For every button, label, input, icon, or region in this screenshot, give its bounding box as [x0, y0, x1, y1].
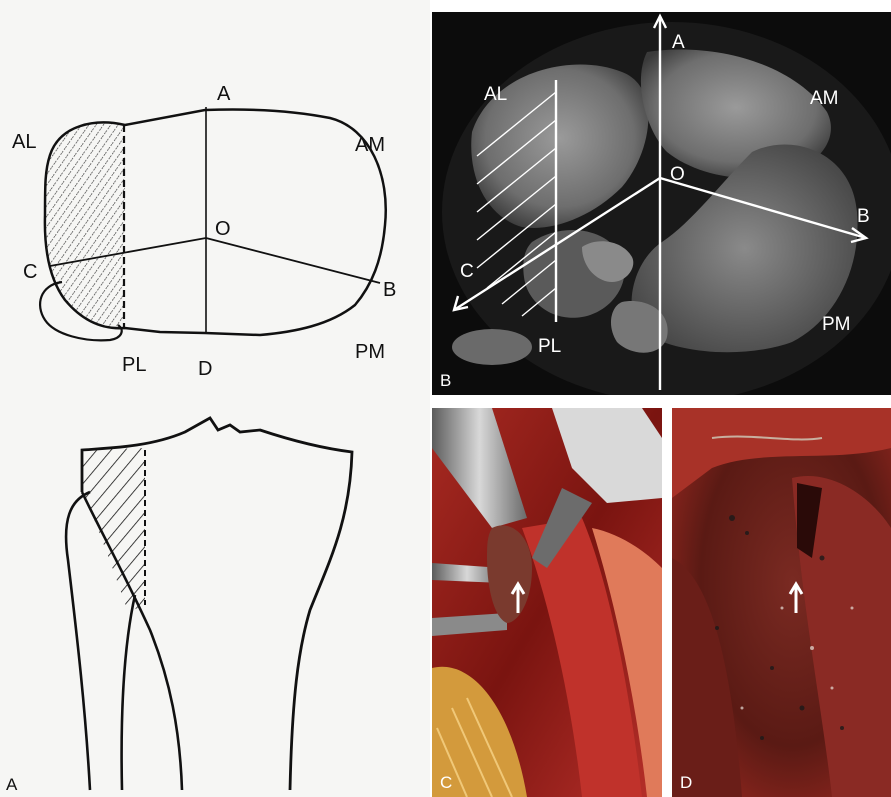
ct-label-pm: PM — [822, 314, 851, 335]
label-pm: PM — [355, 341, 385, 363]
label-d: D — [198, 358, 212, 380]
panel-letter-b: B — [440, 371, 451, 390]
ct-image: A AL AM O B C PL PM B — [432, 12, 891, 395]
panel-letter-a: A — [6, 775, 18, 794]
ct-label-al: AL — [484, 84, 507, 105]
schematic-drawing: A AL AM O C B PL D PM A — [0, 0, 430, 797]
label-pl: PL — [122, 354, 146, 376]
surgical-photo-c: C — [432, 408, 662, 797]
ct-label-pl: PL — [538, 336, 561, 357]
ct-label-am: AM — [810, 88, 839, 109]
ct-label-b: B — [857, 206, 870, 227]
panel-b-ct-scan: A AL AM O B C PL PM B — [432, 12, 891, 395]
label-a: A — [217, 83, 231, 105]
panel-a-schematic: A AL AM O C B PL D PM A — [0, 0, 430, 797]
label-al: AL — [12, 131, 36, 153]
label-c: C — [23, 261, 37, 283]
hatched-al-region — [40, 110, 125, 340]
panel-c-surgical-photo: C — [432, 408, 662, 797]
label-o: O — [215, 218, 231, 240]
ct-label-o: O — [670, 164, 685, 185]
ct-label-c: C — [460, 261, 474, 282]
label-am: AM — [355, 134, 385, 156]
panel-letter-c: C — [440, 773, 452, 792]
fibula-cross-section — [452, 329, 532, 365]
tibia-outline — [66, 418, 352, 790]
hatched-tibia-region — [80, 445, 150, 615]
label-b: B — [383, 279, 396, 301]
ct-label-a: A — [672, 32, 685, 53]
surgical-photo-d: D — [672, 408, 891, 797]
plateau-outline — [40, 107, 386, 340]
panel-letter-d: D — [680, 773, 692, 792]
panel-d-surgical-photo: D — [672, 408, 891, 797]
